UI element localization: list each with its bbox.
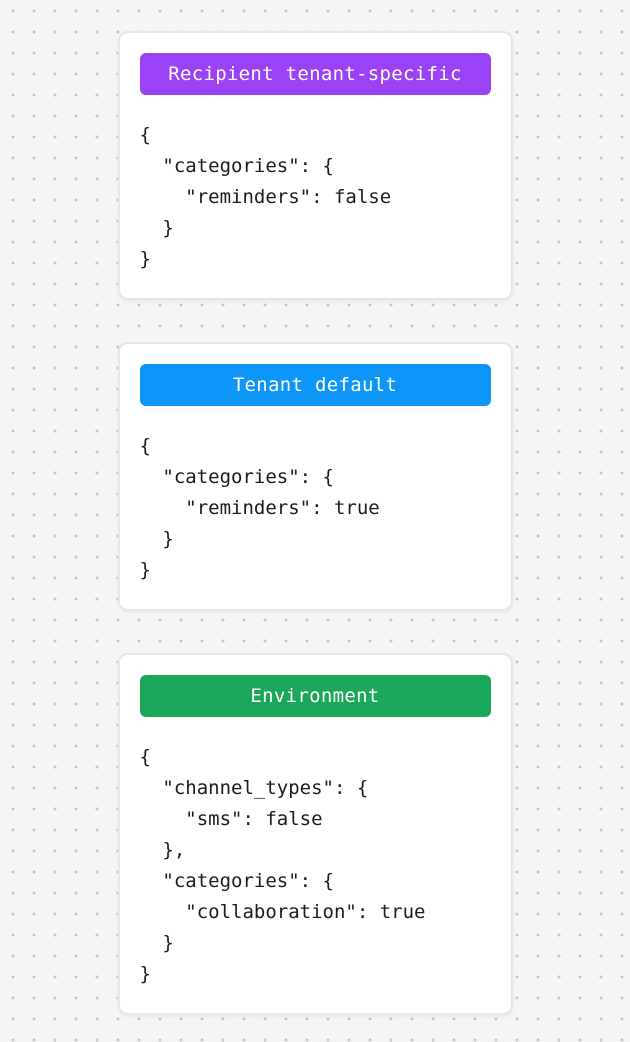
json-code-block: { "categories": { "reminders": true } }	[139, 435, 380, 581]
tenant-default-badge: Tenant default	[139, 364, 491, 406]
badge-label: Environment	[250, 685, 380, 707]
badge-label: Tenant default	[232, 374, 398, 396]
recipient-tenant-specific-badge: Recipient tenant-specific	[139, 53, 491, 95]
environment-badge: Environment	[139, 675, 491, 717]
card-recipient-tenant-specific: Recipient tenant-specific { "categories"…	[117, 31, 513, 300]
preference-levels-diagram: Recipient tenant-specific { "categories"…	[117, 31, 513, 1015]
json-code-block: { "channel_types": { "sms": false }, "ca…	[139, 746, 426, 985]
badge-label: Recipient tenant-specific	[168, 63, 462, 85]
json-code-block: { "categories": { "reminders": false } }	[139, 124, 392, 270]
card-environment: Environment { "channel_types": { "sms": …	[117, 653, 513, 1015]
card-tenant-default: Tenant default { "categories": { "remind…	[117, 342, 513, 611]
